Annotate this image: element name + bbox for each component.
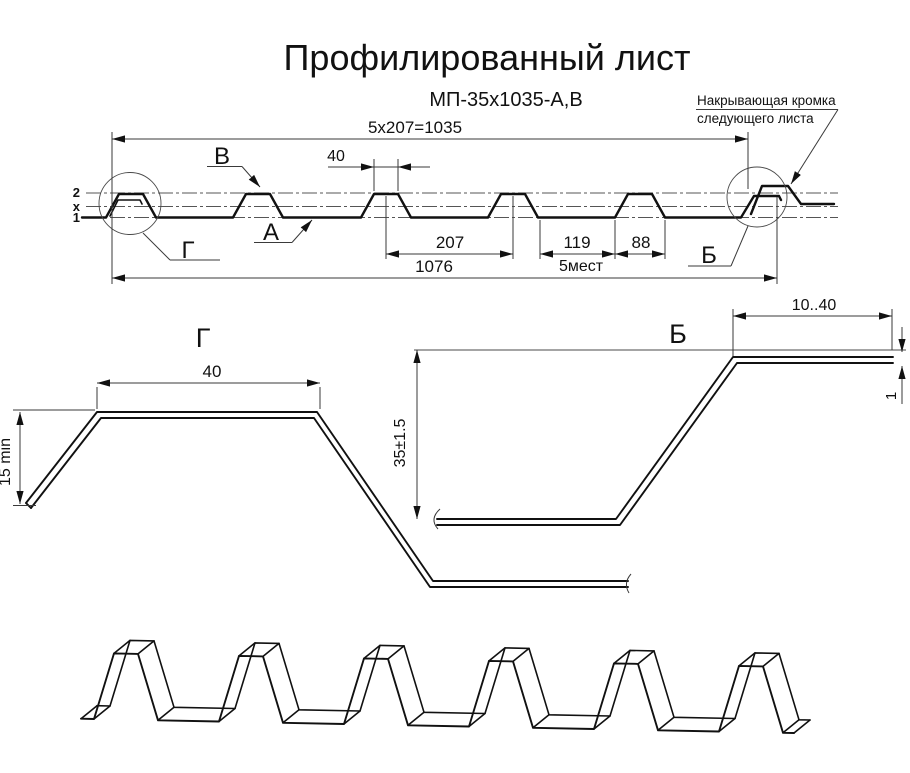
dim-flat-text: 119 [563,233,590,252]
detail-g-dim-edge-text: 15 min [0,438,14,486]
label-b: Б [701,242,717,269]
break-line [625,573,632,594]
detail-g-label: Г [196,323,211,353]
detail-circle-g [98,172,162,235]
main-section-view: 2 x 1 5х207=1035 40 [73,118,838,284]
label-a: А [263,219,279,246]
label-leader [730,225,749,267]
detail-g-top-surface [25,411,629,582]
detail-b-label: Б [669,319,687,349]
profile-designation: МП-35х1035-А,В [429,89,582,111]
dim-width-text: 1076 [415,257,453,276]
detail-g-bottom-surface [30,417,629,588]
detail-view-g: Г 40 15 min [0,323,632,594]
detail-b-dim-overlap: 10..40 [732,297,893,356]
dim-pitch-text: 207 [436,233,464,252]
label-leader [142,232,171,261]
sheet-profile-outline [80,192,783,219]
far-edge-profile [96,639,811,721]
detail-circle-b [726,166,788,228]
level-label-2: 2 [73,185,80,200]
label-a-group: А [254,219,313,246]
depth-edges [80,639,811,734]
break-line [433,508,441,530]
label-v-group: В [207,143,261,188]
near-edge-profile [80,652,795,734]
dim-span-text: 5х207=1035 [368,118,462,137]
sheet-3d-view [80,639,811,734]
label-g-group: Г [142,232,220,264]
dim-base-88: 88 [615,220,666,259]
overlap-note: Накрывающая кромка следующего листа [696,93,839,185]
detail-view-b: Б 35±1.5 10..40 1 [392,297,906,530]
label-v: В [214,143,230,170]
dim-flat-119: 119 5мест [539,220,616,275]
dim-width-1076: 1076 [112,197,778,284]
detail-g-dim-crest-text: 40 [203,362,222,381]
label-leader-arrow [291,219,313,243]
label-g: Г [182,237,195,264]
detail-g-dim-edge: 15 min [0,409,95,506]
detail-b-dim-overlap-text: 10..40 [792,297,837,314]
page-title: Профилированный лист [284,37,691,78]
detail-b-top-surface [436,356,894,520]
detail-b-dim-thickness: 1 [883,327,906,404]
next-sheet-edge-profile [749,184,836,216]
note-line-2: следующего листа [697,111,814,126]
prev-sheet-edge-line [109,199,143,217]
dim-places-text: 5мест [559,258,604,275]
dim-span-1035: 5х207=1035 [111,118,749,284]
detail-b-bottom-surface [436,362,894,526]
dim-crest-40: 40 [327,148,430,191]
dim-crest-text: 40 [327,148,345,165]
label-leader-arrow [241,166,261,188]
level-label-1: 1 [73,210,80,225]
detail-b-dim-height: 35±1.5 [392,350,421,519]
note-leader-arrow [790,109,839,185]
dim-pitch-207: 207 [385,196,514,259]
label-b-group: Б [688,225,749,269]
level-label-x: x [73,199,81,214]
detail-b-dim-thickness-text: 1 [883,392,900,400]
detail-b-dim-height-text: 35±1.5 [392,418,409,467]
note-line-1: Накрывающая кромка [697,93,836,108]
detail-g-dim-crest: 40 [96,362,321,409]
dim-base-text: 88 [632,233,651,252]
